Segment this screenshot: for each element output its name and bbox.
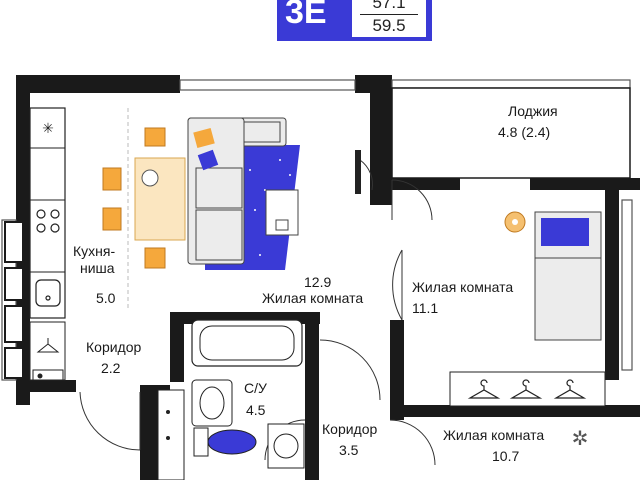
door-entrance: [79, 391, 141, 451]
wardrobe: [449, 371, 606, 407]
wall-loggia-left: [370, 75, 392, 205]
tv-icon: [355, 150, 361, 194]
door-living-loggia: [359, 159, 373, 191]
dining-table-icon: [102, 127, 186, 269]
laptop-icon: [265, 189, 299, 236]
door-corridor: [319, 339, 381, 401]
washing-machine-icon: [267, 423, 305, 469]
bedroom1-name: Жилая комната: [412, 279, 514, 295]
wall-bottom-left: [16, 380, 76, 392]
loggia-name: Лоджия: [508, 103, 558, 119]
wall-top-window-left: [150, 75, 180, 93]
corridor1-area: 2.2: [101, 360, 121, 376]
entrance-door-frame: [157, 389, 185, 480]
wall-loggia-bottom-right: [530, 178, 640, 190]
bathtub-icon: [191, 319, 303, 367]
door-bedroom1: [392, 249, 403, 321]
wall-loggia-bottom-left: [390, 178, 460, 190]
kitchen-name-line2: ниша: [80, 260, 115, 276]
area-divider: [360, 14, 418, 15]
window-frames-left: [4, 221, 24, 379]
toilet-icon: [193, 427, 257, 457]
doors: [79, 159, 436, 466]
coat-hook-icon: [29, 321, 66, 381]
bedroom1-area: 11.1: [412, 300, 439, 316]
bathroom-name: С/У: [244, 380, 267, 396]
window-loggia: [391, 79, 631, 89]
wall-top-left: [16, 75, 156, 93]
living-room-area: 12.9: [304, 274, 332, 290]
window-living: [179, 79, 356, 91]
living-room-name: Жилая комната: [262, 290, 364, 306]
bed-icon: [534, 211, 602, 341]
door-bedroom2: [389, 419, 436, 466]
wall-right: [605, 190, 619, 380]
door-loggia: [391, 179, 433, 221]
hanger-icon: [467, 379, 587, 399]
bathroom-area: 4.5: [246, 402, 266, 418]
walls: [16, 75, 640, 480]
wall-bedroom-divider: [390, 405, 640, 417]
loggia-area: [391, 87, 631, 179]
corridor1-name: Коридор: [86, 339, 142, 355]
living-area-value: 57.1: [372, 0, 406, 12]
bedroom2-name: Жилая комната: [443, 427, 545, 443]
cushions: [193, 127, 219, 171]
apartment-type-label: 3E: [285, 0, 327, 31]
washbasin-icon: [191, 379, 233, 427]
hob-icon: [36, 209, 60, 233]
corridor2-area: 3.5: [339, 442, 359, 458]
lamp-icon: [504, 211, 526, 233]
kitchen-name-line1: Кухня-: [73, 243, 116, 259]
fridge-icon: ✳: [42, 121, 54, 137]
wall-bath-left-upper: [170, 312, 184, 382]
kitchen-area: 5.0: [96, 290, 116, 306]
area-box: [352, 0, 426, 37]
plant-icon: ✲: [572, 426, 589, 450]
sink-icon: [35, 279, 61, 307]
wall-bath-right: [305, 312, 319, 480]
total-area-value: 59.5: [372, 16, 406, 35]
bedroom2-area: 10.7: [492, 448, 520, 464]
loggia-area: 4.8 (2.4): [498, 124, 551, 140]
corridor2-name: Коридор: [322, 421, 378, 437]
wall-bedroom-left: [390, 320, 404, 420]
window-bedroom: [621, 199, 633, 371]
